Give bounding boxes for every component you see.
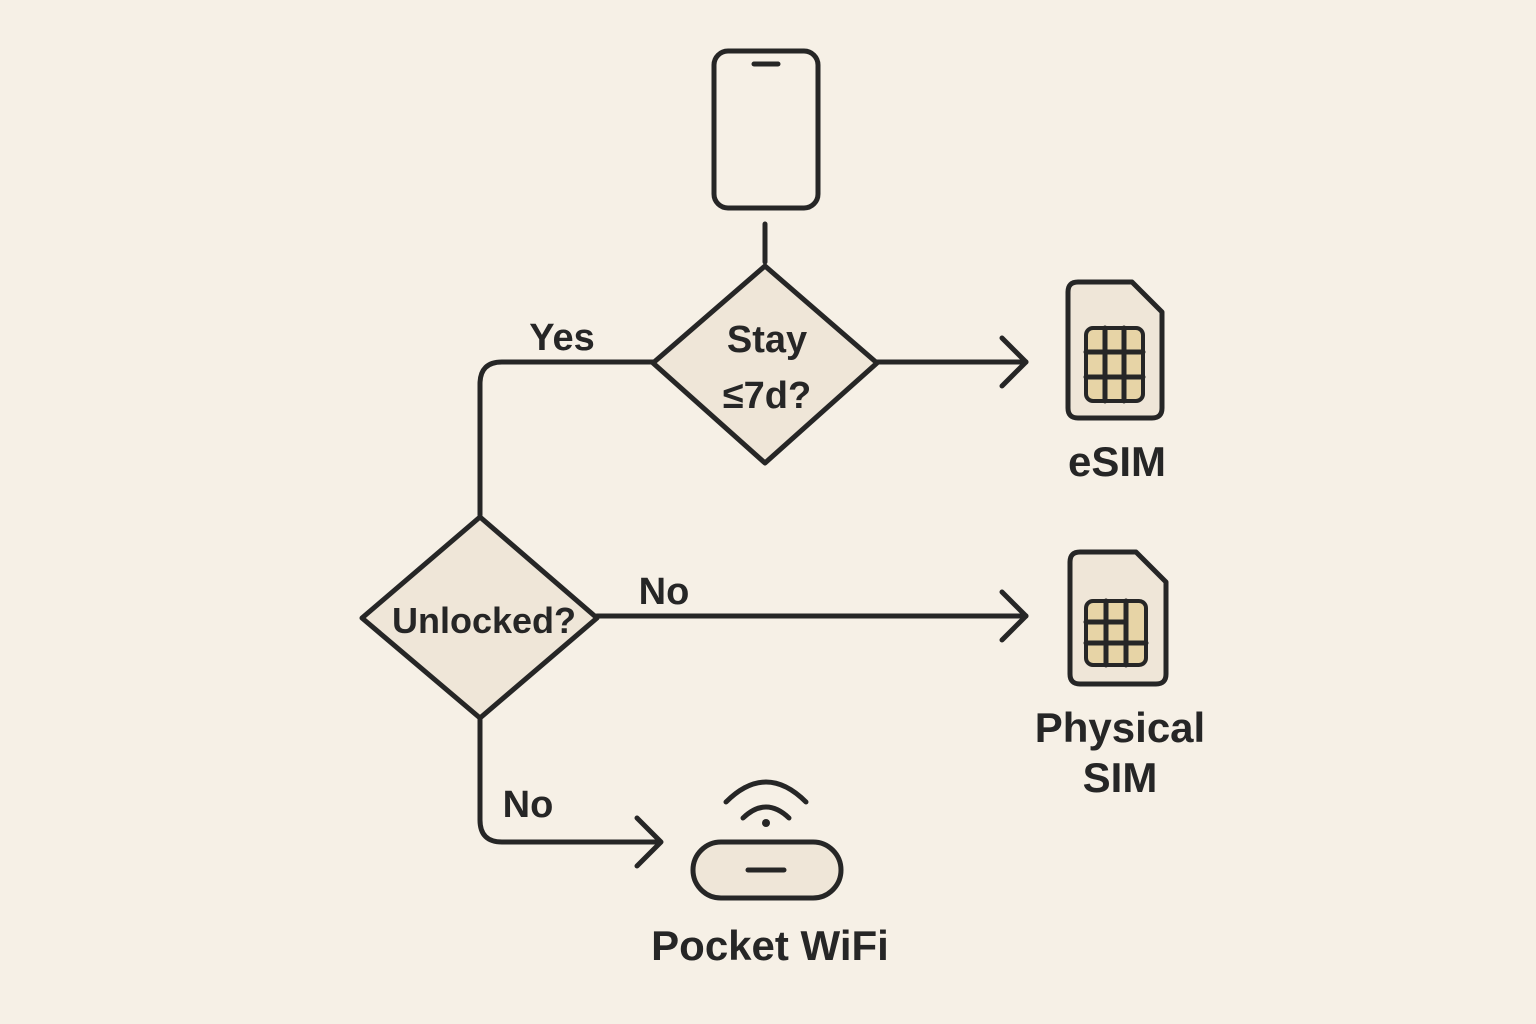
- decision-stay-line2: ≤7d?: [723, 375, 811, 417]
- edge-no-right-label: No: [639, 571, 690, 613]
- result-physical-line1: Physical: [1035, 704, 1205, 751]
- smartphone-icon: [711, 48, 821, 211]
- decision-unlocked-diamond: Unlocked?: [359, 514, 600, 721]
- decision-stay-diamond: Stay ≤7d?: [650, 263, 880, 466]
- result-physical-line2: SIM: [1083, 754, 1158, 801]
- result-pocket-wifi-label: Pocket WiFi: [651, 922, 889, 969]
- pocket-wifi-icon: [690, 779, 844, 901]
- arrow-unlocked-to-physical-sim: [594, 589, 1029, 643]
- edge-no-down-label: No: [503, 784, 554, 826]
- esim-card-icon: [1065, 279, 1165, 421]
- arrow-unlocked-to-pocket-wifi: [477, 715, 664, 869]
- decision-stay-line1: Stay: [727, 319, 807, 361]
- edge-yes-label: Yes: [529, 317, 595, 359]
- result-esim-label: eSIM: [1068, 438, 1166, 485]
- connector-yes-path: [477, 359, 656, 518]
- decision-unlocked-label: Unlocked?: [392, 600, 576, 641]
- arrow-stay-to-esim: [874, 335, 1029, 389]
- sim-card-icon: [1067, 549, 1169, 687]
